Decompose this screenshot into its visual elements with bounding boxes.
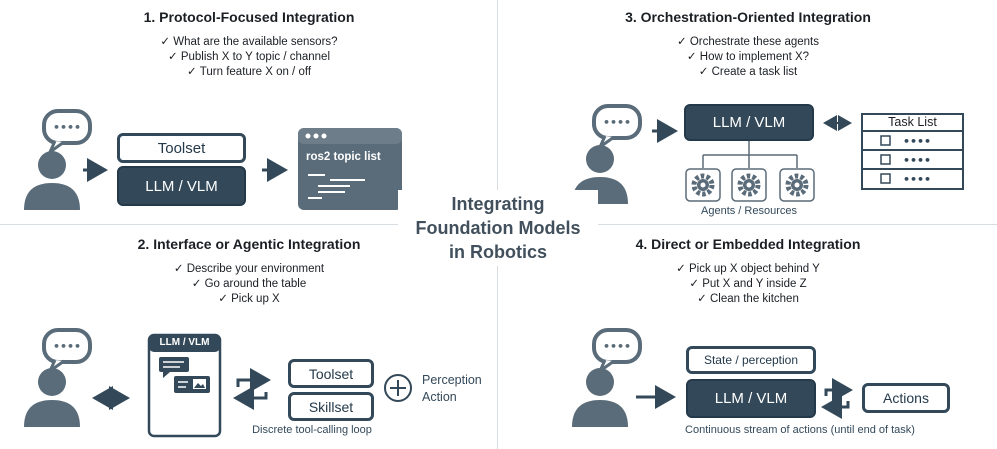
p2-skillset-box: Skillset [288,392,374,421]
p4-llm-box: LLM / VLM [686,379,816,418]
p2-caption: Discrete tool-calling loop [252,424,372,436]
center-title-line: in Robotics [449,242,547,262]
p3-agents-caption: Agents / Resources [701,205,797,217]
p3-task-list: •••• •••• •••• [861,113,964,190]
p2-toolset-box: Toolset [288,359,374,388]
checkbox-icon [880,135,891,146]
center-title: Integrating Foundation Models in Robotic… [398,190,598,266]
p2-title: 2. Interface or Agentic Integration [137,236,361,252]
p2-perception-action: Perception Action [422,372,482,406]
p1-check-item: Turn feature X on / off [49,65,449,80]
p1-title: 1. Protocol-Focused Integration [143,9,355,25]
p4-check-item: Pick up X object behind Y [548,262,948,277]
p3-checklist: Orchestrate these agents How to implemen… [548,35,948,80]
p2-check-item: Go around the table [49,277,449,292]
p3-tree-lines [702,141,798,168]
p3-gear-box-1 [685,168,721,202]
p4-check-item: Put X and Y inside Z [548,277,948,292]
svg-text:••••: •••• [903,154,931,167]
p1-toolset-box: Toolset [117,133,246,163]
p2-loop-arrows-icon [233,368,271,410]
svg-text:••••: •••• [603,340,631,353]
p3-tasklist-header: Task List [888,115,937,129]
p1-terminal-text: ros2 topic list [306,151,381,163]
p1-user-icon [24,151,80,210]
p2-app-title: LLM / VLM [159,337,210,348]
p2-check-item: Pick up X [49,292,449,307]
checkbox-icon [880,173,891,184]
svg-text:••••: •••• [903,173,931,186]
svg-text:••••: •••• [53,121,81,134]
p4-actions-box: Actions [862,383,950,413]
p3-check-item: Orchestrate these agents [548,35,948,50]
p2-check-item: Describe your environment [49,262,449,277]
p1-checklist: What are the available sensors? Publish … [49,35,449,80]
p3-check-item: How to implement X? [548,50,948,65]
p1-speech-bubble-icon: •••• [42,109,92,157]
p2-action-label: Action [422,390,457,404]
p3-title: 3. Orchestration-Oriented Integration [625,9,871,25]
center-title-line: Foundation Models [415,218,581,238]
p4-title: 4. Direct or Embedded Integration [635,236,861,252]
p1-llm-box: LLM / VLM [117,166,246,206]
p4-loop-arrows-icon [821,378,853,419]
p2-user-icon [24,368,80,427]
p4-state-box: State / perception [686,346,816,374]
p3-gear-box-2 [731,168,767,202]
svg-text:••••: •••• [603,116,631,129]
p2-chat-icon [159,357,189,372]
p3-check-item: Create a task list [548,65,948,80]
p2-perception-label: Perception [422,373,482,387]
p2-speech-bubble-icon: •••• [42,328,92,376]
p2-checklist: Describe your environment Go around the … [49,262,449,307]
p1-terminal-window-icon [298,128,402,210]
center-title-line: Integrating [451,194,545,214]
p4-checklist: Pick up X object behind Y Put X and Y in… [548,262,948,307]
p2-app-window [147,333,222,438]
p3-gear-box-3 [779,168,815,202]
p4-check-item: Clean the kitchen [548,292,948,307]
p3-user-icon [572,145,628,204]
p4-user-icon [572,368,628,427]
svg-text:••••: •••• [903,135,931,148]
p1-check-item: Publish X to Y topic / channel [49,50,449,65]
p4-caption: Continuous stream of actions (until end … [685,424,915,436]
p4-speech-bubble-icon: •••• [592,328,642,376]
p3-speech-bubble-icon: •••• [592,104,642,152]
p2-plus-icon [384,374,412,402]
p3-llm-box: LLM / VLM [684,104,814,141]
svg-text:••••: •••• [53,340,81,353]
checkbox-icon [880,154,891,165]
p1-check-item: What are the available sensors? [49,35,449,50]
